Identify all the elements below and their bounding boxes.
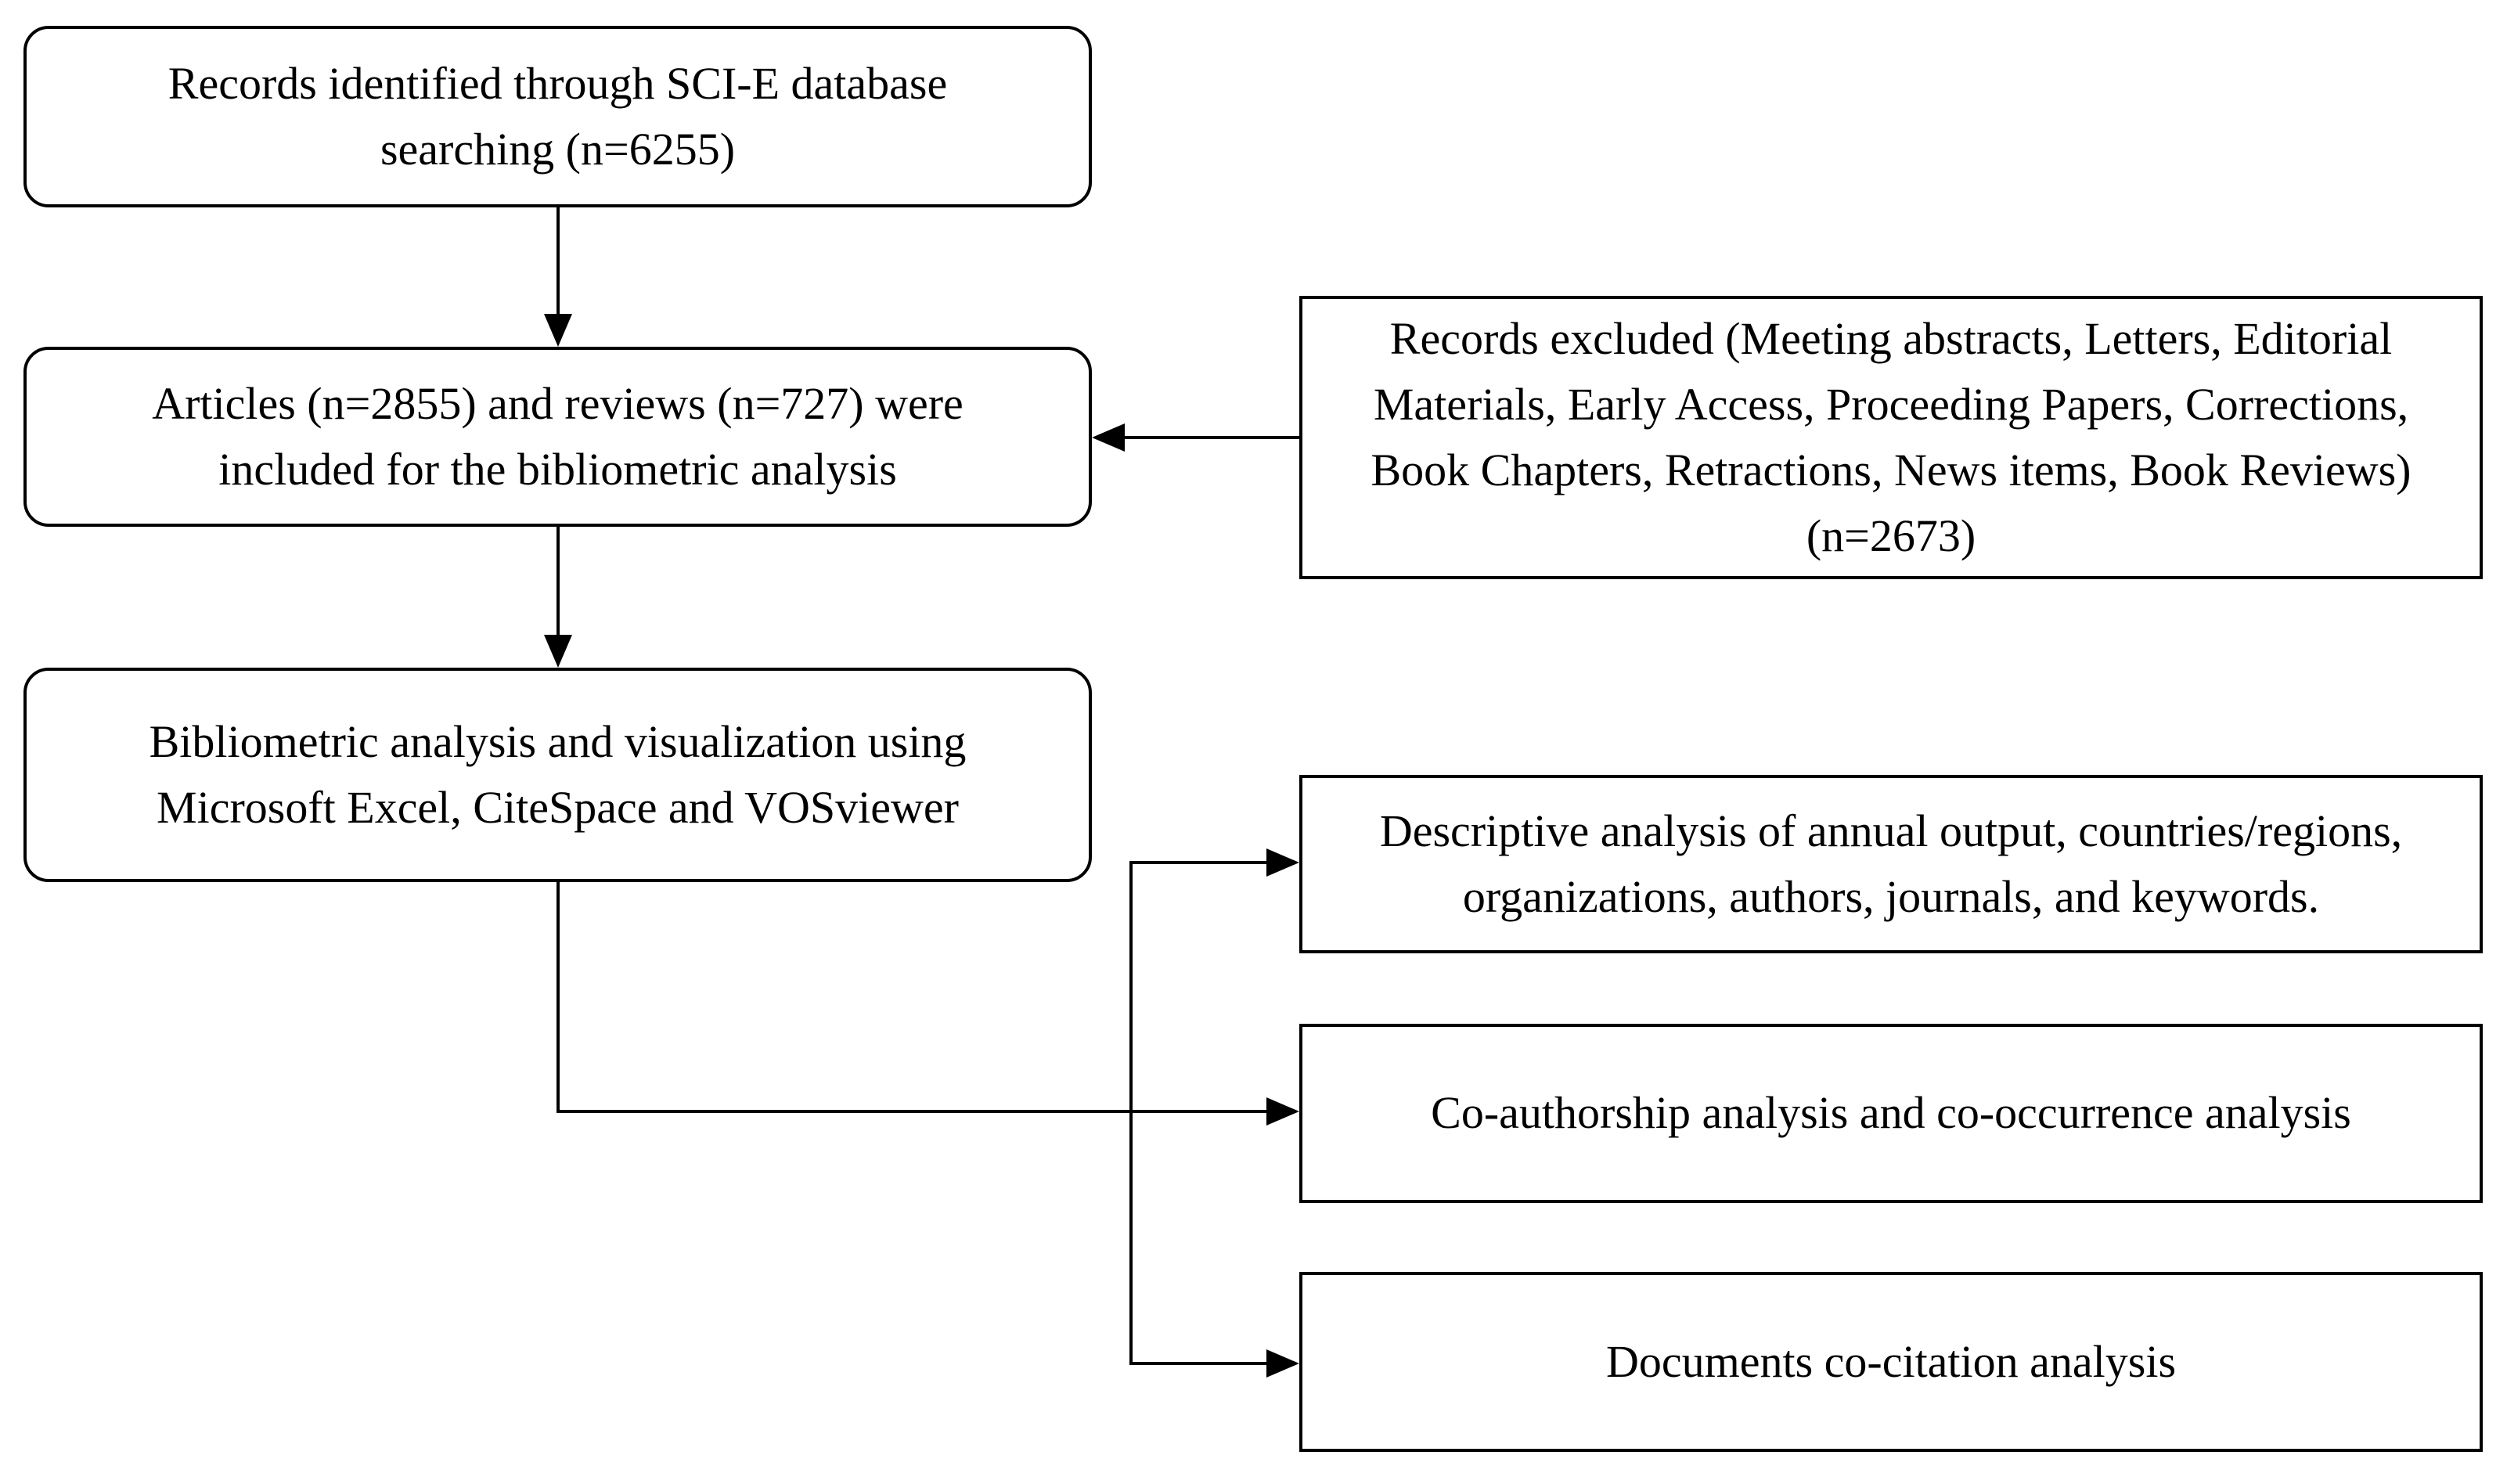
box-bibliometric-analysis-text: Bibliometric analysis and visualization … bbox=[149, 715, 967, 833]
arrowhead-left-icon bbox=[1092, 423, 1125, 452]
box-bibliometric-analysis: Bibliometric analysis and visualization … bbox=[23, 668, 1092, 882]
connector-branch-to-descriptive bbox=[1129, 861, 1266, 864]
connector-analysis-stem bbox=[557, 882, 560, 1113]
arrowhead-right-icon bbox=[1266, 1349, 1299, 1378]
box-cocitation-analysis: Documents co-citation analysis bbox=[1299, 1272, 2483, 1452]
box-articles-included: Articles (n=2855) and reviews (n=727) we… bbox=[23, 347, 1092, 527]
box-cocitation-analysis-text: Documents co-citation analysis bbox=[1605, 1335, 2177, 1387]
connector-branch-to-cocitation bbox=[1129, 1362, 1266, 1365]
box-records-identified-text: Records identified through SCI-E databas… bbox=[167, 57, 948, 175]
connector-excluded-to-included bbox=[1125, 436, 1302, 439]
connector-included-to-analysis bbox=[557, 527, 560, 638]
arrowhead-down-icon bbox=[544, 635, 572, 668]
connector-identified-to-included bbox=[557, 207, 560, 317]
connector-branch-vertical bbox=[1129, 861, 1133, 1365]
arrowhead-right-icon bbox=[1266, 848, 1299, 877]
box-descriptive-analysis: Descriptive analysis of annual output, c… bbox=[1299, 775, 2483, 953]
box-records-excluded: Records excluded (Meeting abstracts, Let… bbox=[1299, 296, 2483, 579]
box-coauthorship-analysis: Co-authorship analysis and co-occurrence… bbox=[1299, 1024, 2483, 1203]
box-records-excluded-text: Records excluded (Meeting abstracts, Let… bbox=[1371, 312, 2412, 562]
box-records-identified: Records identified through SCI-E databas… bbox=[23, 26, 1092, 207]
arrowhead-right-icon bbox=[1266, 1097, 1299, 1126]
arrowhead-down-icon bbox=[544, 314, 572, 347]
box-articles-included-text: Articles (n=2855) and reviews (n=727) we… bbox=[152, 377, 964, 495]
box-coauthorship-analysis-text: Co-authorship analysis and co-occurrence… bbox=[1431, 1087, 2351, 1139]
connector-analysis-to-coauthorship bbox=[557, 1110, 1266, 1113]
box-descriptive-analysis-text: Descriptive analysis of annual output, c… bbox=[1379, 805, 2403, 922]
